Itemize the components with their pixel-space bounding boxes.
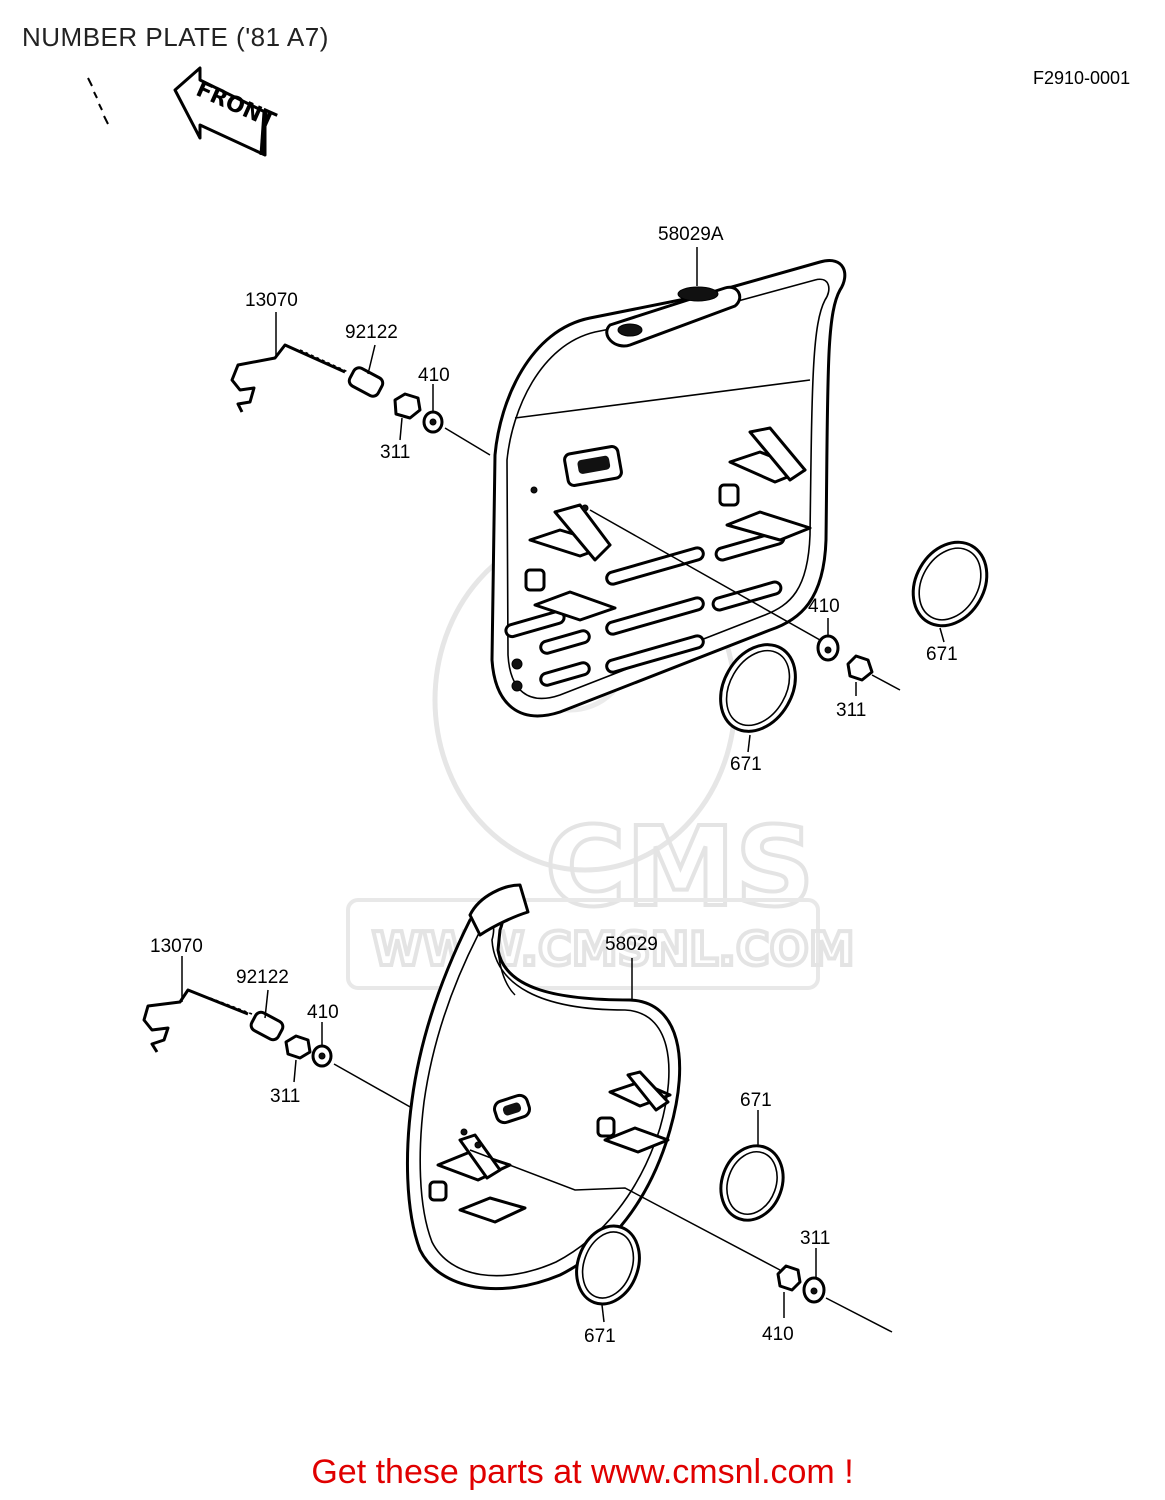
upper-number-plate (490, 259, 847, 718)
callout-lower-collar: 92122 (236, 967, 289, 988)
plate-slots (504, 530, 786, 687)
callout-upper-nut-right: 311 (836, 700, 866, 721)
callout-lower-nut-left: 311 (270, 1086, 300, 1107)
callout-upper-nut-left: 311 (380, 442, 410, 463)
lower-reflector-bottom (575, 1224, 641, 1306)
callout-lower-nut-right: 311 (800, 1228, 830, 1249)
lower-number-plate (405, 883, 682, 1291)
callout-upper-collar: 92122 (345, 322, 398, 343)
callout-upper-washer-left: 410 (418, 365, 450, 386)
upper-reflector-right (911, 540, 989, 628)
lower-collar (249, 1010, 285, 1042)
lower-right-fasteners (776, 1264, 826, 1304)
page-title: NUMBER PLATE ('81 A7) (22, 22, 329, 52)
dash-marks (87, 77, 109, 125)
lower-left-fasteners (284, 1034, 333, 1068)
lower-plate-clips (428, 1070, 672, 1224)
upper-collar (347, 366, 385, 398)
callout-lower-bracket: 13070 (150, 936, 203, 957)
upper-right-fasteners (816, 634, 874, 682)
lower-reflector-right (719, 1144, 785, 1222)
callout-lower-washer-right: 410 (762, 1324, 794, 1345)
callout-lower-reflector-bottom: 671 (584, 1326, 616, 1347)
figure-code: F2910-0001 (1033, 68, 1131, 88)
plate-clips (511, 426, 812, 692)
callout-upper-bracket: 13070 (245, 290, 298, 311)
parts-diagram: CMS WWW.CMSNL.COM FRONT (87, 66, 989, 1347)
watermark-logo: CMS (545, 803, 814, 931)
lower-bracket (142, 988, 253, 1053)
callout-lower-washer-left: 410 (307, 1002, 339, 1023)
upper-bracket (230, 343, 349, 413)
callout-upper-plate: 58029A (658, 224, 724, 245)
callout-lower-reflector-right: 671 (740, 1090, 772, 1111)
callout-upper-washer-right: 410 (808, 596, 840, 617)
callout-upper-reflector-right: 671 (926, 644, 958, 665)
callout-upper-reflector-bottom: 671 (730, 754, 762, 775)
callout-lower-plate: 58029 (605, 934, 658, 955)
footer-link[interactable]: Get these parts at www.cmsnl.com ! (311, 1453, 854, 1491)
upper-left-fasteners (393, 392, 444, 434)
front-arrow: FRONT (173, 66, 279, 157)
